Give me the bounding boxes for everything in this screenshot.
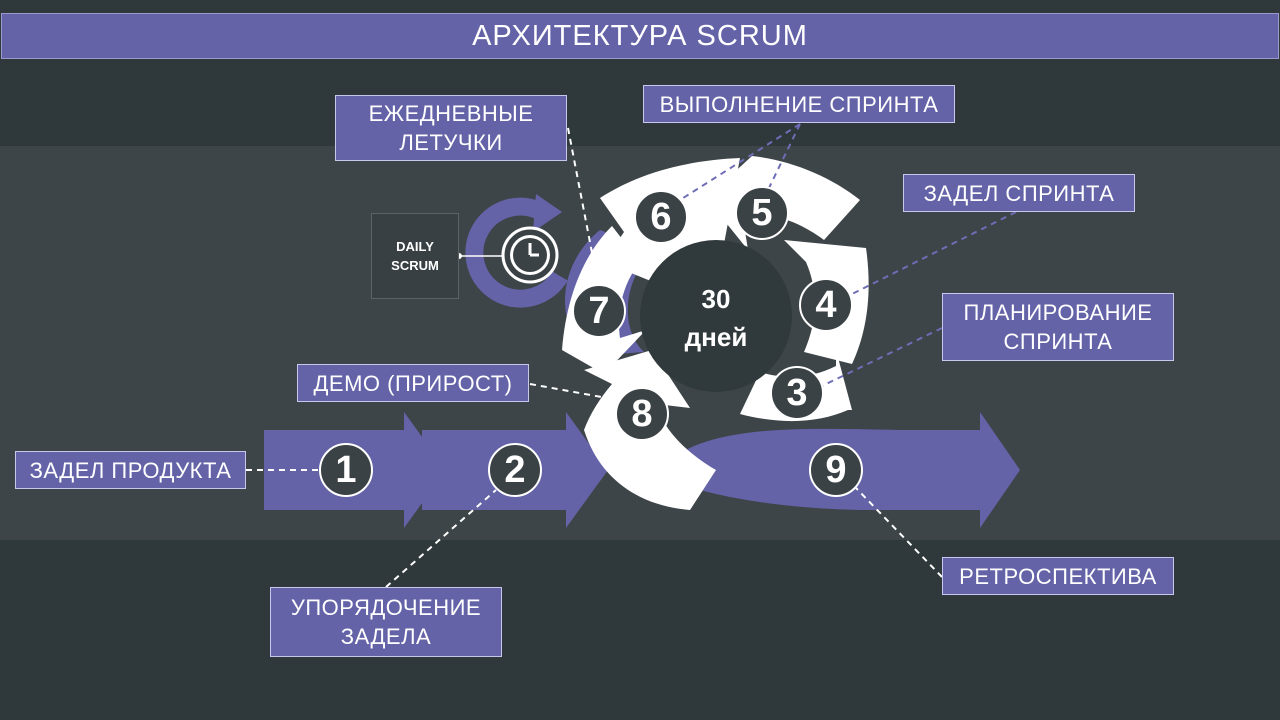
label-daily-standups: ЕЖЕДНЕВНЫЕ ЛЕТУЧКИ [335,95,567,161]
clock-icon [501,226,559,284]
sprint-duration-unit: дней [684,322,748,352]
connector-8 [529,383,619,401]
sprint-duration: 30 дней [656,280,776,360]
daily-scrum-box: DAILY SCRUM [371,213,459,299]
connector-5 [767,123,801,191]
connector-3 [821,327,943,387]
sprint-duration-number: 30 [701,284,731,314]
step-5-circle: 5 [735,186,789,240]
daily-scrum-loop [465,197,568,308]
step-9-circle: 9 [809,443,863,497]
label-backlog-ordering: УПОРЯДОЧЕНИЕ ЗАДЕЛА [270,587,502,657]
daily-scrum-loop-arrowhead [533,194,562,232]
connector-4 [851,211,1017,295]
center-disc [640,240,792,392]
connector-7 [567,127,599,285]
step-7-circle: 7 [572,284,626,338]
step-6-circle: 6 [634,190,688,244]
connector-6 [679,123,801,201]
label-demo: ДЕМО (ПРИРОСТ) [297,364,529,402]
step-3-circle: 3 [770,366,824,420]
page-title: АРХИТЕКТУРА SCRUM [1,13,1279,59]
label-retrospective: РЕТРОСПЕКТИВА [942,557,1174,595]
label-sprint-backlog: ЗАДЕЛ СПРИНТА [903,174,1135,212]
label-product-backlog: ЗАДЕЛ ПРОДУКТА [15,451,246,489]
step-8-circle: 8 [615,387,669,441]
connector-2 [385,489,497,588]
label-sprint-planning: ПЛАНИРОВАНИЕ СПРИНТА [942,293,1174,361]
connector-9 [855,487,943,578]
step-2-circle: 2 [488,443,542,497]
step-4-circle: 4 [799,278,853,332]
label-sprint-execution: ВЫПОЛНЕНИЕ СПРИНТА [643,85,955,123]
step-1-circle: 1 [319,443,373,497]
